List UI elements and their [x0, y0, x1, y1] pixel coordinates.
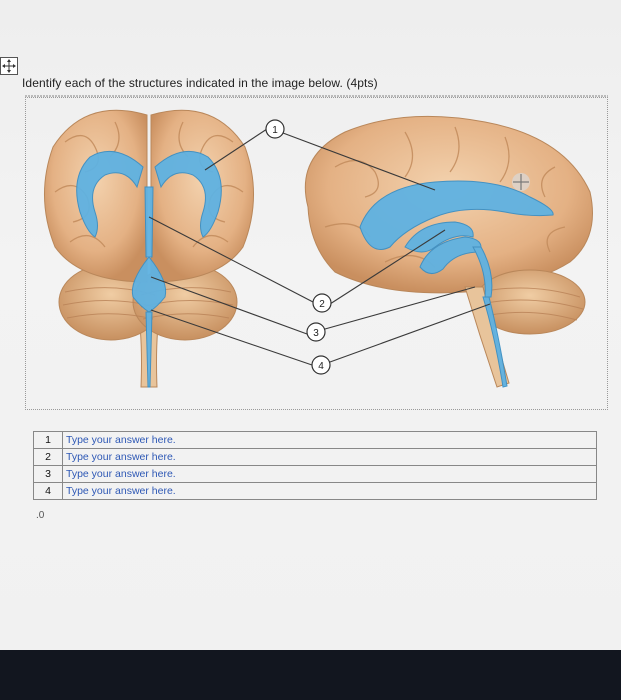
question-prompt: Identify each of the structures indicate… — [22, 76, 378, 90]
answer-field-1[interactable]: Type your answer here. — [62, 431, 597, 449]
callout-4: 4 — [311, 355, 331, 375]
answer-number: 2 — [33, 448, 63, 466]
svg-text:3: 3 — [313, 328, 319, 339]
answer-field-2[interactable]: Type your answer here. — [62, 448, 597, 466]
figure-top-border — [25, 95, 608, 97]
figure-frame[interactable] — [25, 97, 608, 410]
answer-field-3[interactable]: Type your answer here. — [62, 465, 597, 483]
svg-text:2: 2 — [319, 299, 325, 310]
answer-table: 1 Type your answer here. 2 Type your ans… — [33, 431, 597, 500]
brain-ventricles-figure: 1 2 3 4 — [43, 109, 593, 388]
four-arrow-move-icon[interactable] — [512, 173, 530, 191]
answer-row: 3 Type your answer here. — [33, 465, 597, 483]
move-handle[interactable] — [0, 57, 18, 75]
answer-number: 1 — [33, 431, 63, 449]
callout-2: 2 — [312, 293, 332, 313]
move-icon — [2, 59, 16, 73]
screen: Identify each of the structures indicate… — [0, 0, 621, 650]
answer-row: 1 Type your answer here. — [33, 431, 597, 449]
answer-field-4[interactable]: Type your answer here. — [62, 482, 597, 500]
svg-text:1: 1 — [272, 125, 278, 136]
lateral-view-brain — [304, 115, 593, 388]
callout-1: 1 — [265, 119, 285, 139]
answer-number: 4 — [33, 482, 63, 500]
points-indicator: .0 — [36, 510, 45, 521]
answer-row: 4 Type your answer here. — [33, 482, 597, 500]
svg-text:4: 4 — [318, 361, 324, 372]
monitor-bezel — [0, 650, 621, 700]
answer-number: 3 — [33, 465, 63, 483]
answer-row: 2 Type your answer here. — [33, 448, 597, 466]
callout-3: 3 — [306, 322, 326, 342]
posterior-view-brain — [43, 109, 255, 388]
leader-lines — [148, 128, 491, 366]
